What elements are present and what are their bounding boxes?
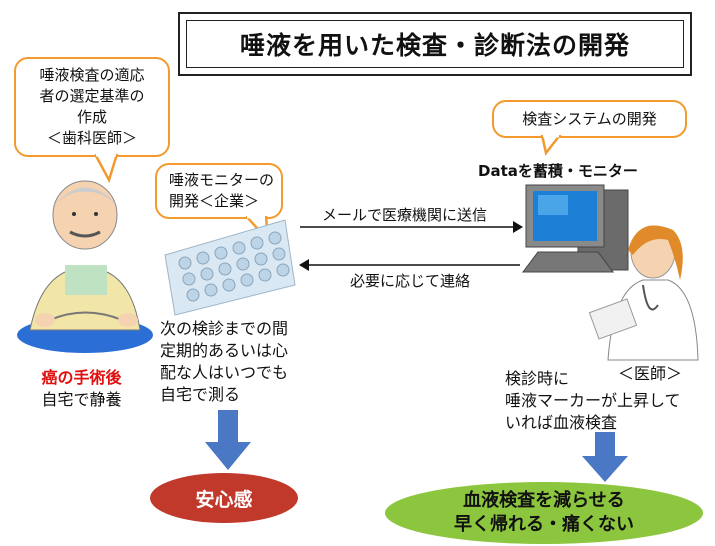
dentist-bubble-line: 者の選定基準の bbox=[39, 87, 145, 105]
dentist-bubble-tail bbox=[95, 154, 119, 184]
monitor-description: 次の検診までの間 定期的あるいは心 配な人はいつでも 自宅で測る bbox=[160, 318, 288, 406]
result-reassurance-label: 安心感 bbox=[195, 488, 253, 511]
system-bubble-tail bbox=[540, 135, 562, 156]
company-speech-bubble: 唾液モニターの 開発＜企業＞ bbox=[155, 163, 283, 219]
down-arrow-left bbox=[205, 410, 251, 470]
down-arrow-right bbox=[582, 432, 628, 482]
dentist-speech-bubble: 唾液検査の適応 者の選定基準の 作成 ＜歯科医師＞ bbox=[14, 57, 170, 157]
system-speech-bubble: 検査システムの開発 bbox=[492, 100, 687, 138]
result-reassurance: 安心感 bbox=[150, 473, 298, 523]
doctor-text-line: いれば血液検査 bbox=[505, 413, 618, 432]
doctor-label: ＜医師＞ bbox=[618, 364, 683, 383]
company-bubble-line: 唾液モニターの bbox=[169, 171, 275, 189]
arrow-right-head bbox=[513, 221, 523, 233]
monitor-text-line: 定期的あるいは心 bbox=[160, 341, 289, 360]
page-title: 唾液を用いた検査・診断法の開発 bbox=[186, 20, 684, 68]
saliva-monitor-illustration bbox=[164, 219, 296, 316]
system-bubble-text: 検査システムの開発 bbox=[522, 110, 657, 128]
result-benefit-line: 血液検査を減らせる bbox=[463, 490, 625, 511]
patient-home-label: 自宅で静養 bbox=[41, 390, 122, 409]
computer-illustration bbox=[522, 184, 629, 273]
result-benefit-line: 早く帰れる・痛くない bbox=[454, 514, 634, 535]
result-benefits: 血液検査を減らせる 早く帰れる・痛くない bbox=[385, 482, 703, 544]
dentist-bubble-line: ＜歯科医師＞ bbox=[46, 129, 137, 147]
monitor-text-line: 配な人はいつでも bbox=[160, 363, 289, 382]
data-label: Dataを蓄積・モニター bbox=[478, 162, 638, 180]
patient-caption: 癌の手術後 自宅で静養 bbox=[34, 367, 129, 411]
dentist-bubble-line: 作成 bbox=[76, 108, 107, 126]
monitor-text-line: 次の検診までの間 bbox=[160, 319, 289, 338]
title-frame: 唾液を用いた検査・診断法の開発 bbox=[178, 12, 692, 76]
doctor-text-line: 唾液マーカーが上昇して bbox=[505, 391, 681, 410]
doctor-description: 検診時に 唾液マーカーが上昇して いれば血液検査 bbox=[505, 368, 681, 434]
monitor-text-line: 自宅で測る bbox=[160, 385, 241, 404]
patient-status-label: 癌の手術後 bbox=[41, 368, 122, 387]
doctor-illustration bbox=[588, 225, 699, 361]
arrow-left-head bbox=[299, 259, 309, 271]
dentist-bubble-line: 唾液検査の適応 bbox=[39, 66, 145, 84]
company-bubble-line: 開発＜企業＞ bbox=[169, 192, 260, 210]
arrow-left-label: 必要に応じて連絡 bbox=[350, 272, 471, 290]
communication-arrows bbox=[299, 221, 523, 271]
patient-illustration bbox=[17, 180, 153, 353]
doctor-text-line: 検診時に bbox=[505, 369, 570, 388]
arrow-right-label: メールで医療機関に送信 bbox=[322, 206, 488, 224]
